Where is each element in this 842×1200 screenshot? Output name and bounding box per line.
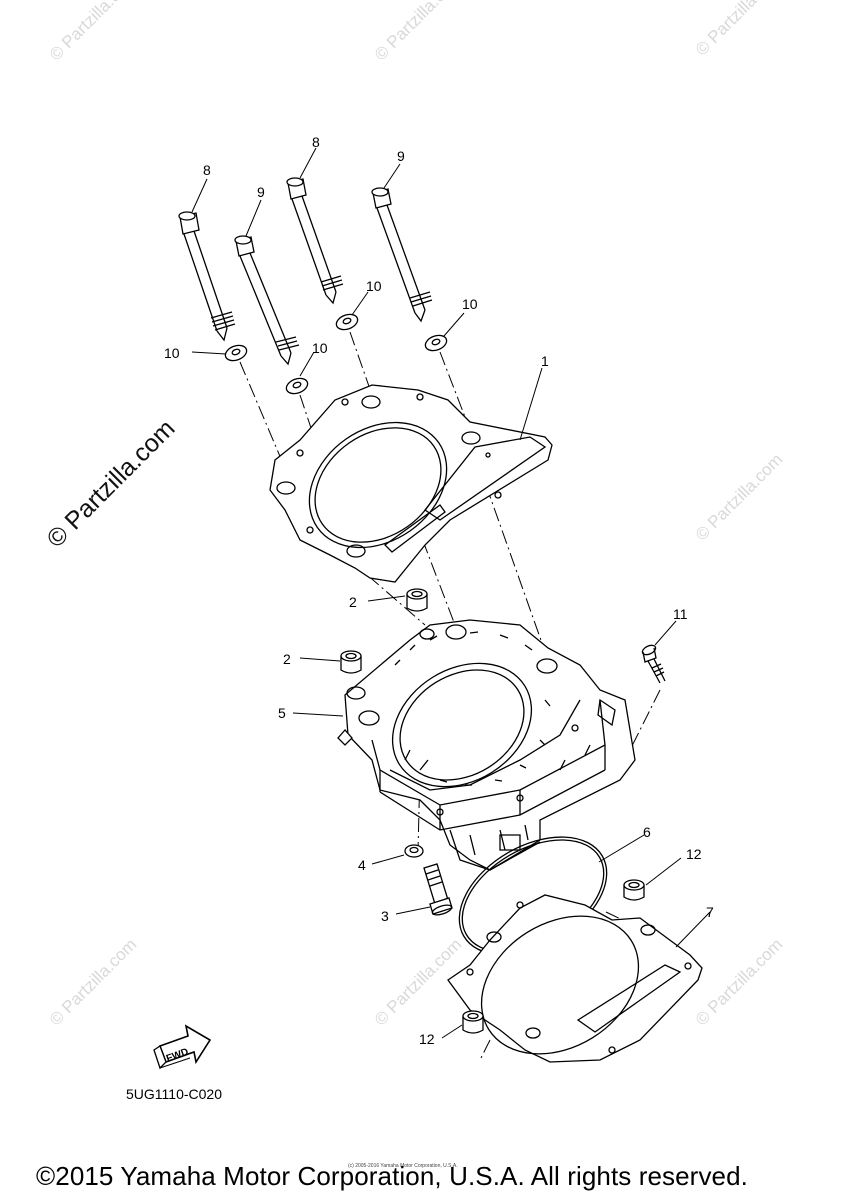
- bolt-8-right: [286, 177, 344, 305]
- callout-label: 10: [366, 278, 382, 294]
- washer-10: [224, 344, 248, 362]
- callout-label: 5: [278, 705, 286, 721]
- callout-label: 6: [643, 824, 651, 840]
- callout-label: 8: [312, 134, 320, 150]
- footer-copyright: ©2015 Yamaha Motor Corporation, U.S.A. A…: [36, 1161, 748, 1191]
- callout-label: 8: [203, 162, 211, 178]
- o-ring-4: [404, 844, 424, 858]
- callout-label: 3: [381, 908, 389, 924]
- dowel-pin-12: [462, 1010, 484, 1034]
- bolt-9-right: [371, 187, 433, 323]
- callout-label: 11: [673, 606, 688, 622]
- bolt-11: [641, 644, 666, 684]
- callout-label: 1: [541, 353, 549, 369]
- callout-label: 2: [349, 594, 357, 610]
- cylinder-head-gasket-1: [269, 384, 553, 583]
- callout-label: 7: [706, 904, 714, 920]
- callout-label: 12: [686, 846, 702, 862]
- fwd-direction-arrow: [153, 1024, 212, 1070]
- leader-lines: [191, 147, 711, 1039]
- washer-10: [424, 334, 448, 352]
- callout-label: 9: [397, 148, 405, 164]
- diagram-code: 5UG1110-C020: [126, 1086, 222, 1102]
- bolt-3: [423, 863, 453, 916]
- washer-10: [335, 313, 359, 331]
- callout-label: 10: [462, 296, 478, 312]
- dowel-pin-2: [406, 588, 428, 612]
- washer-10: [285, 377, 309, 395]
- callout-label: 2: [283, 651, 291, 667]
- bolt-8-left: [178, 211, 236, 342]
- callout-label: 9: [257, 184, 265, 200]
- callout-label: 12: [419, 1031, 435, 1047]
- dowel-pin-12: [623, 879, 645, 901]
- callout-label: 4: [358, 857, 366, 873]
- dowel-pin-2: [340, 650, 362, 674]
- cylinder-block-5: [337, 619, 636, 871]
- micro-copyright: (c) 2005-2016 Yamaha Motor Corporation, …: [348, 1163, 458, 1169]
- bolt-9-left: [234, 235, 300, 366]
- callout-label: 10: [164, 345, 180, 361]
- cylinder-base-gasket-7: [447, 894, 703, 1063]
- callout-label: 10: [312, 340, 328, 356]
